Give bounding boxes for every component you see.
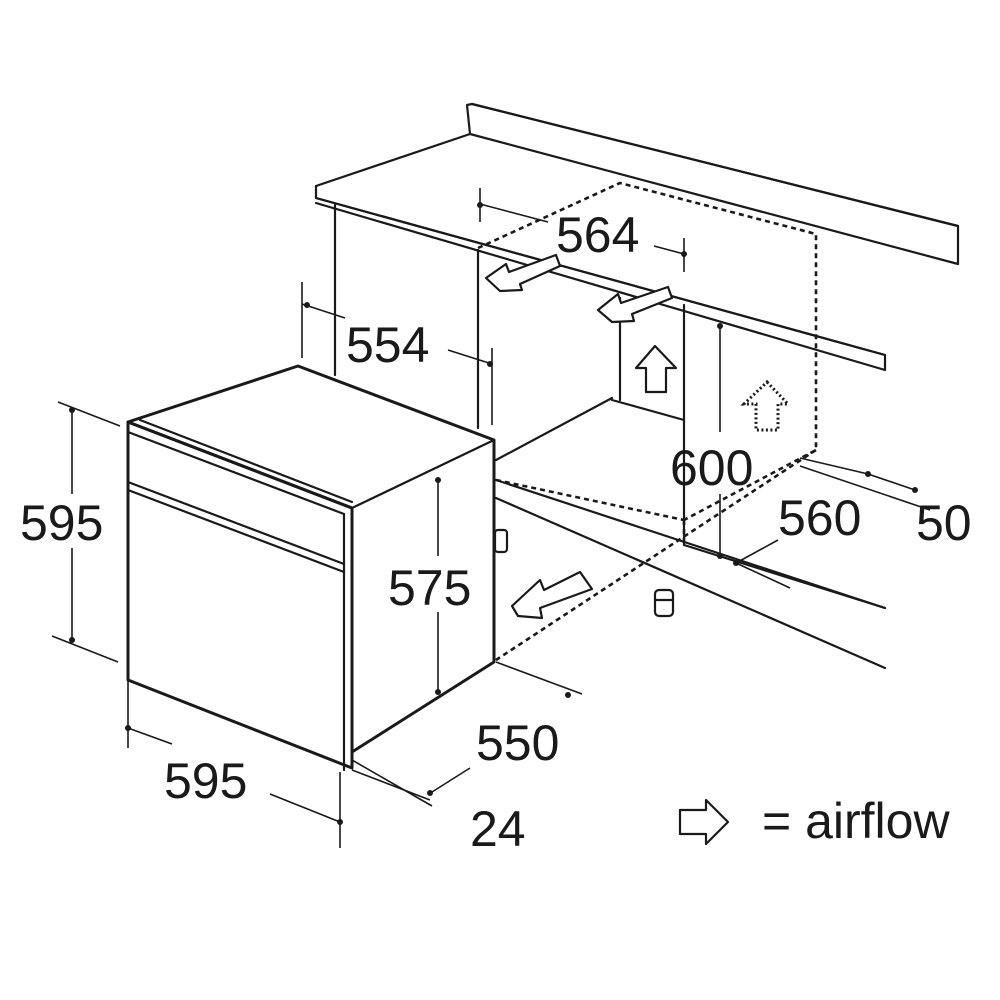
dimension-lines [51, 188, 931, 848]
dim-niche-depth: 560 [778, 490, 861, 546]
airflow-arrow-up-dotted [740, 379, 792, 432]
dim-oven-depth: 550 [476, 715, 559, 771]
dim-door-thickness: 24 [470, 801, 526, 857]
outline-arrow-icon [678, 798, 730, 846]
cabinet-right-panel [494, 296, 686, 547]
airflow-arrow-up [634, 344, 678, 394]
airflow-arrow-top-right [596, 285, 674, 324]
worktop [314, 102, 960, 372]
dim-oven-width: 595 [164, 753, 247, 809]
dim-niche-side-depth: 554 [346, 317, 429, 373]
legend-label: = airflow [762, 793, 950, 849]
cabinet-left-panel [333, 203, 480, 430]
legend: = airflow [678, 793, 950, 849]
oven [126, 364, 496, 772]
airflow-arrow-top-left [484, 253, 562, 293]
niche-dashed-outline [477, 181, 818, 662]
dim-niche-height: 600 [670, 440, 753, 496]
dim-niche-width: 564 [556, 207, 639, 263]
airflow-arrow-bottom [510, 570, 594, 620]
dim-oven-height: 595 [20, 495, 103, 551]
dim-oven-body-height: 575 [388, 560, 471, 616]
dim-gap-rear: 50 [916, 495, 972, 551]
